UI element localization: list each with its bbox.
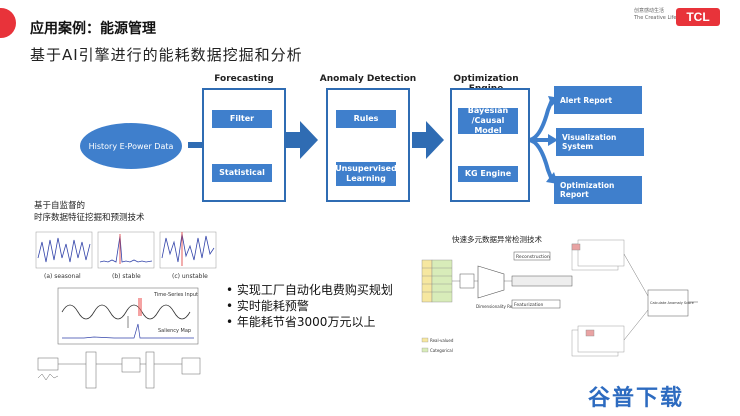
forecasting-title: Forecasting [214, 74, 274, 84]
left-figure: (a) seasonal (b) stable (c) unstable Tim… [35, 231, 217, 389]
anomaly-rules: Rules [336, 110, 396, 128]
optimization-bayesian: Bayesian /Causal Model [458, 106, 518, 135]
bullet-item-2: • 实时能耗预警 [226, 299, 309, 313]
ts-label: Time-Series Input [153, 292, 198, 298]
legend-realvalued-swatch [421, 337, 429, 343]
output-visualization: Visualization System [556, 128, 644, 156]
brand-tagline-1: 创意感动生活 [634, 8, 665, 14]
anomaly-unsupervised: Unsupervised Learning [335, 162, 397, 186]
bullet-text-2: 实时能耗预警 [236, 299, 309, 313]
bullet-text-1: 实现工厂自动化电费购买规划 [236, 283, 393, 297]
left-caption-line2: 时序数据特征挖掘和预测技术 [34, 213, 145, 223]
label-seasonal: (a) seasonal [44, 273, 81, 280]
input-matrix [421, 259, 453, 303]
output-alert-report: Alert Report [554, 86, 642, 114]
optimization-panel [450, 88, 530, 202]
optimization-kg: KG Engine [458, 166, 518, 182]
calc-box [647, 289, 689, 317]
plot-stable-line [99, 235, 153, 263]
legend-categorical: Categorical [430, 348, 453, 353]
mid-bar [511, 275, 573, 287]
r-input-box [459, 273, 475, 289]
plot-unstable-line [161, 233, 215, 263]
map-line [62, 323, 194, 339]
bullet-text-3: 年能耗节省3000万元以上 [236, 315, 376, 329]
page-subtitle: 基于AI引擎进行的能耗数据挖掘和分析 [30, 46, 303, 64]
output-optimization-report: Optimization Report [554, 176, 642, 204]
left-caption-line1: 基于自监督的 [34, 201, 86, 211]
bullet-list: • 实现工厂自动化电费购买规划 • 实时能耗预警 • 年能耗节省3000万元以上 [226, 282, 393, 330]
left-caption: 基于自监督的 时序数据特征挖掘和预测技术 [34, 200, 145, 224]
source-oval: History E-Power Data [80, 123, 182, 169]
brand-tagline: 创意感动生活 The Creative Life [634, 8, 676, 22]
right-caption: 快速多元数据异常检测技术 [452, 235, 542, 244]
featurization-box [511, 299, 561, 309]
watermark-logo: 谷普下载 [588, 386, 685, 411]
output-grid-top [571, 239, 625, 271]
bullet-item-1: • 实现工厂自动化电费购买规划 [226, 283, 393, 297]
label-unstable: (c) unstable [172, 273, 208, 280]
connectors [452, 253, 649, 341]
schematic [37, 351, 201, 389]
ts-highlight [138, 298, 142, 316]
reconstruction-label: Reconstruction [516, 254, 550, 260]
right-figure: Dimensionality Reduction Reconstruction … [421, 239, 698, 357]
label-stable: (b) stable [112, 273, 141, 280]
forecasting-statistical: Statistical [212, 164, 272, 182]
dim-reduction-shape [477, 265, 505, 299]
brand-tagline-2: The Creative Life [634, 15, 677, 21]
output-grid-bottom [571, 325, 625, 357]
bullet-item-3: • 年能耗节省3000万元以上 [226, 315, 376, 329]
legend-categorical-swatch [421, 347, 429, 353]
forecasting-panel [202, 88, 286, 202]
legend-realvalued: Real-valued [430, 338, 454, 343]
arrow-to-alert [527, 99, 554, 142]
dim-reduction-label: Dimensionality Reduction [476, 304, 528, 309]
forecasting-filter: Filter [212, 110, 272, 128]
reconstruction-box [513, 251, 551, 261]
header-red-circle [0, 8, 16, 38]
map-label: Saliency Map [158, 328, 191, 334]
anomaly-title: Anomaly Detection [319, 74, 417, 84]
plot-seasonal-line [37, 237, 91, 263]
plot-stable-frame [97, 231, 155, 269]
calc-label: Calculate Anomaly Score [650, 301, 694, 305]
arrow-anomaly-optim [412, 121, 444, 159]
page-title: 应用案例：能源管理 [30, 21, 156, 37]
featurization-label: Featurization [514, 302, 543, 308]
arrow-forecast-anomaly [286, 121, 318, 159]
tcl-logo: TCL [676, 8, 720, 26]
arrow-to-optreport [527, 138, 554, 181]
ts-line [61, 304, 191, 320]
